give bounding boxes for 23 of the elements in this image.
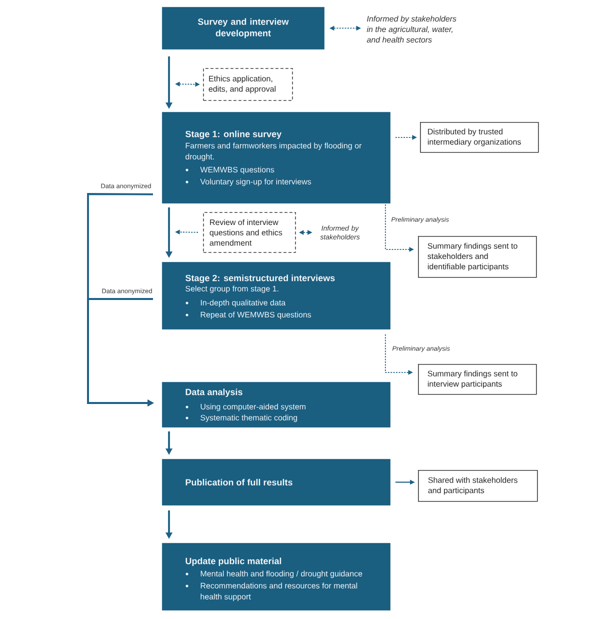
note-box: Distributed by trusted intermediary organizations bbox=[420, 122, 539, 153]
bullet-item: Mental health and flooding / drought guidance bbox=[200, 570, 362, 578]
process-box: Survey and interview development bbox=[162, 7, 324, 50]
note-box: Summary findings sent to stakeholders and identifiable participants bbox=[418, 236, 537, 278]
note-box: Summary findings sent to interview participants bbox=[418, 364, 537, 395]
note-box: Shared with stakeholders and participants bbox=[418, 470, 538, 502]
heading: Update public material bbox=[186, 558, 282, 566]
bullet-item: Systematic thematic coding bbox=[200, 414, 298, 422]
bullet-item: In-depth qualitative data bbox=[200, 300, 286, 308]
bullet-item: Using computer-aided system bbox=[200, 404, 306, 412]
dashed-box: Review of interview questions and ethics amendment bbox=[203, 212, 296, 253]
dashed-box: Ethics application, edits, and approval bbox=[203, 68, 293, 101]
heading: Data analysis bbox=[186, 388, 242, 397]
process-box: Publication of full results bbox=[162, 459, 390, 506]
bullet-item: Recommendations and resources for mental health support bbox=[200, 582, 358, 602]
heading: Stage 2: semistructured interviews bbox=[185, 274, 335, 284]
body-text: Farmers and farmworkers impacted by flooding or drought. bbox=[186, 142, 362, 162]
bullet-item: Repeat of WEMWBS questions bbox=[200, 312, 312, 320]
bullet-item: Voluntary sign-up for interviews bbox=[200, 178, 312, 186]
heading: Stage 1: online survey bbox=[185, 130, 282, 140]
note-text: Informed by stakeholders in the agricultural, water, and health sectors bbox=[366, 16, 456, 43]
bullet-item: WEMWBS questions bbox=[200, 166, 274, 174]
body-text: Select group from stage 1. bbox=[186, 286, 278, 294]
